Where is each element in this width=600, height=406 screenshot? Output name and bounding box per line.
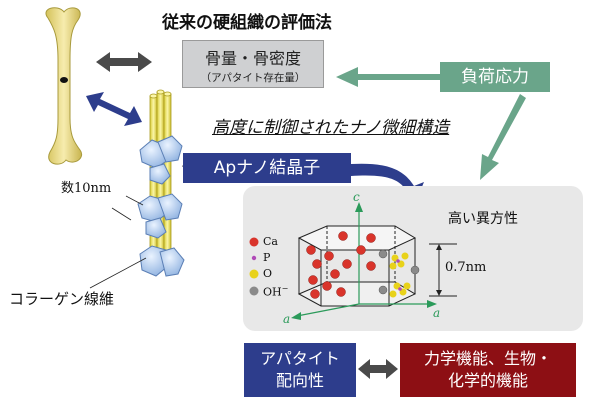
crystal-structure-svg [249, 202, 457, 320]
bone-illustration [45, 7, 82, 165]
oh-atoms [378, 249, 420, 295]
ap-nanocrystal-box: Apナノ結晶子 [183, 153, 351, 183]
a1-axis-label: a [283, 312, 291, 326]
legend-oh-label: OH− [263, 284, 288, 299]
dimension-07-label: 0.7nm [445, 260, 487, 275]
load-stress-box: 負荷応力 [440, 62, 550, 92]
function-line1: 力学機能、生物・ [423, 349, 552, 368]
dimension-07-marker [429, 243, 457, 297]
apatite-orientation-line1: アパタイト [260, 349, 340, 368]
evaluation-method-box: 骨量・骨密度 （アパタイト存在量） [182, 40, 324, 88]
legend-oh-text: OH [263, 285, 282, 299]
c-axis [291, 202, 437, 320]
legend-ca-dot [249, 237, 259, 247]
o-p-clusters [389, 252, 411, 298]
a2-axis-label: a [433, 306, 441, 320]
legend-p-dot [251, 255, 257, 261]
apatite-crystal-clusters [137, 135, 185, 277]
bone-evaluation-double-arrow [96, 52, 152, 72]
legend-o-label: O [263, 267, 273, 280]
legend-p-label: P [263, 251, 271, 264]
apatite-orientation-box: アパタイト 配向性 [244, 343, 356, 397]
legend-oh-sup: − [281, 284, 289, 293]
evaluation-line2: （アパタイト存在量） [200, 72, 306, 84]
load-to-evaluation-arrow [336, 67, 440, 87]
evaluation-line1: 骨量・骨密度 [204, 49, 301, 68]
crystal-structure-panel: Ca P O OH− c a a [243, 186, 583, 331]
dimension-10nm-label: 数10nm [61, 181, 112, 196]
page-title: 従来の硬組織の評価法 [162, 13, 332, 33]
c-axis-label: c [353, 190, 360, 204]
ca-atoms [306, 231, 376, 299]
legend-oh-dot [249, 286, 259, 296]
apatite-orientation-line2: 配向性 [275, 371, 324, 390]
function-box: 力学機能、生物・ 化学的機能 [400, 343, 576, 397]
function-line2: 化学的機能 [447, 371, 528, 390]
legend-ca-label: Ca [263, 235, 278, 248]
load-to-anisotropy-arrow [480, 94, 526, 180]
bottom-double-arrow [358, 359, 398, 379]
bone-fiber-double-arrow [86, 92, 142, 126]
anisotropy-label: 高い異方性 [448, 211, 518, 227]
nanostructure-caption: 高度に制御されたナノ微細構造 [212, 118, 450, 138]
collagen-fiber-label: コラーゲン線維 [9, 290, 115, 308]
legend-o-dot [249, 269, 259, 279]
